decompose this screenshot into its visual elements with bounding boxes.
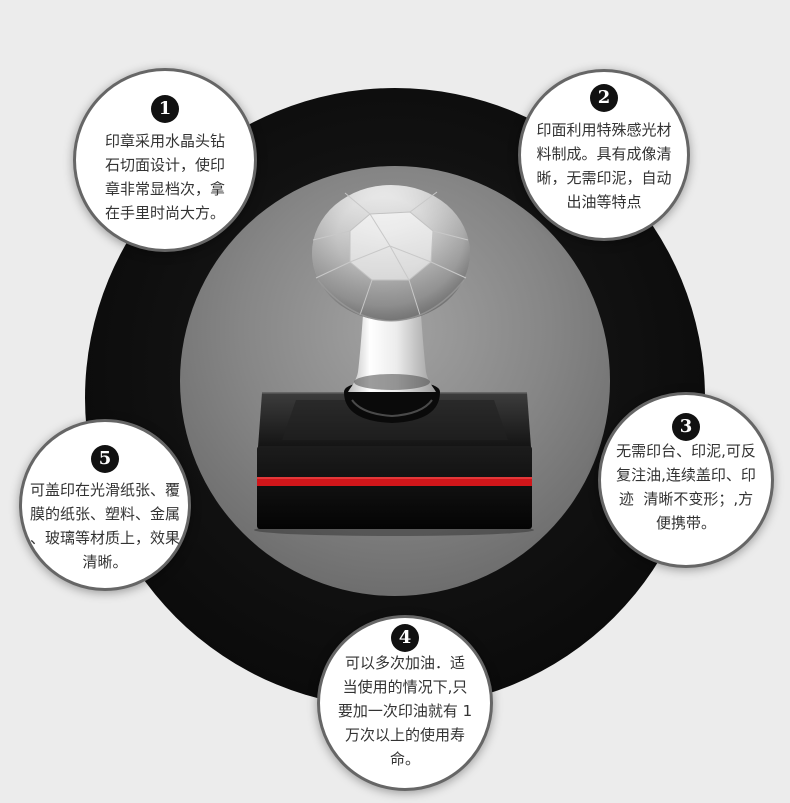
feature-bubble-1: 1 印章采用水晶头钻 石切面设计，使印 章非常显档次，拿 在手里时尚大方。	[73, 68, 257, 252]
feature-text-line: 膜的纸张、塑料、金属	[29, 505, 180, 523]
feature-text-line: 万次以上的使用寿	[344, 726, 465, 744]
feature-text-line: 印面利用特殊感光材	[536, 121, 672, 139]
feature-text-line: 无需印台、印泥,可反	[616, 442, 756, 460]
feature-text-line: 晰，无需印泥，自动	[536, 169, 672, 187]
feature-text: 无需印台、印泥,可反 复注油,连续盖印、印 迹 清晰不变形；,方 便携带。	[601, 439, 771, 535]
feature-text-line: 在手里时尚大方。	[104, 204, 225, 222]
feature-text-line: 当使用的情况下,只	[342, 678, 468, 696]
feature-text-line: 复注油,连续盖印、印	[616, 466, 756, 484]
feature-text-line: 石切面设计，使印	[104, 156, 225, 174]
stamp-base	[257, 392, 532, 529]
feature-number-badge: 5	[91, 445, 119, 473]
feature-text-line: 印章采用水晶头钻	[104, 132, 225, 150]
red-stripe	[257, 477, 532, 486]
feature-text-line: 命。	[389, 750, 420, 768]
feature-text: 可盖印在光滑纸张、覆 膜的纸张、塑料、金属 、玻璃等材质上，效果 清晰。	[22, 478, 188, 574]
feature-text-line: 便携带。	[655, 514, 716, 532]
feature-text-line: 要加一次印油就有 1	[337, 702, 473, 720]
feature-text: 印章采用水晶头钻 石切面设计，使印 章非常显档次，拿 在手里时尚大方。	[76, 129, 254, 225]
feature-number-badge: 4	[391, 624, 419, 652]
feature-bubble-4: 4 可以多次加油．适 当使用的情况下,只 要加一次印油就有 1 万次以上的使用寿…	[317, 615, 493, 791]
feature-text-line: 章非常显档次，拿	[104, 180, 225, 198]
feature-number-badge: 1	[151, 95, 179, 123]
feature-text-line: 迹 清晰不变形；,方	[618, 490, 754, 508]
feature-text: 可以多次加油．适 当使用的情况下,只 要加一次印油就有 1 万次以上的使用寿 命…	[320, 651, 490, 771]
feature-text: 印面利用特殊感光材 料制成。具有成像清 晰，无需印泥，自动 出油等特点	[521, 118, 687, 214]
feature-text-line: 出油等特点	[566, 193, 642, 211]
feature-bubble-5: 5 可盖印在光滑纸张、覆 膜的纸张、塑料、金属 、玻璃等材质上，效果 清晰。	[19, 419, 191, 591]
feature-bubble-2: 2 印面利用特殊感光材 料制成。具有成像清 晰，无需印泥，自动 出油等特点	[518, 69, 690, 241]
feature-text-line: 可以多次加油．适	[344, 654, 465, 672]
stamp-neck	[348, 300, 436, 392]
feature-bubble-3: 3 无需印台、印泥,可反 复注油,连续盖印、印 迹 清晰不变形；,方 便携带。	[598, 392, 774, 568]
crystal-knob	[312, 185, 470, 322]
feature-text-line: 清晰。	[82, 553, 128, 571]
feature-text-line: 可盖印在光滑纸张、覆	[29, 481, 180, 499]
feature-text-line: 料制成。具有成像清	[536, 145, 672, 163]
feature-number-badge: 3	[672, 413, 700, 441]
feature-text-line: 、玻璃等材质上，效果	[29, 529, 180, 547]
feature-number-badge: 2	[590, 84, 618, 112]
